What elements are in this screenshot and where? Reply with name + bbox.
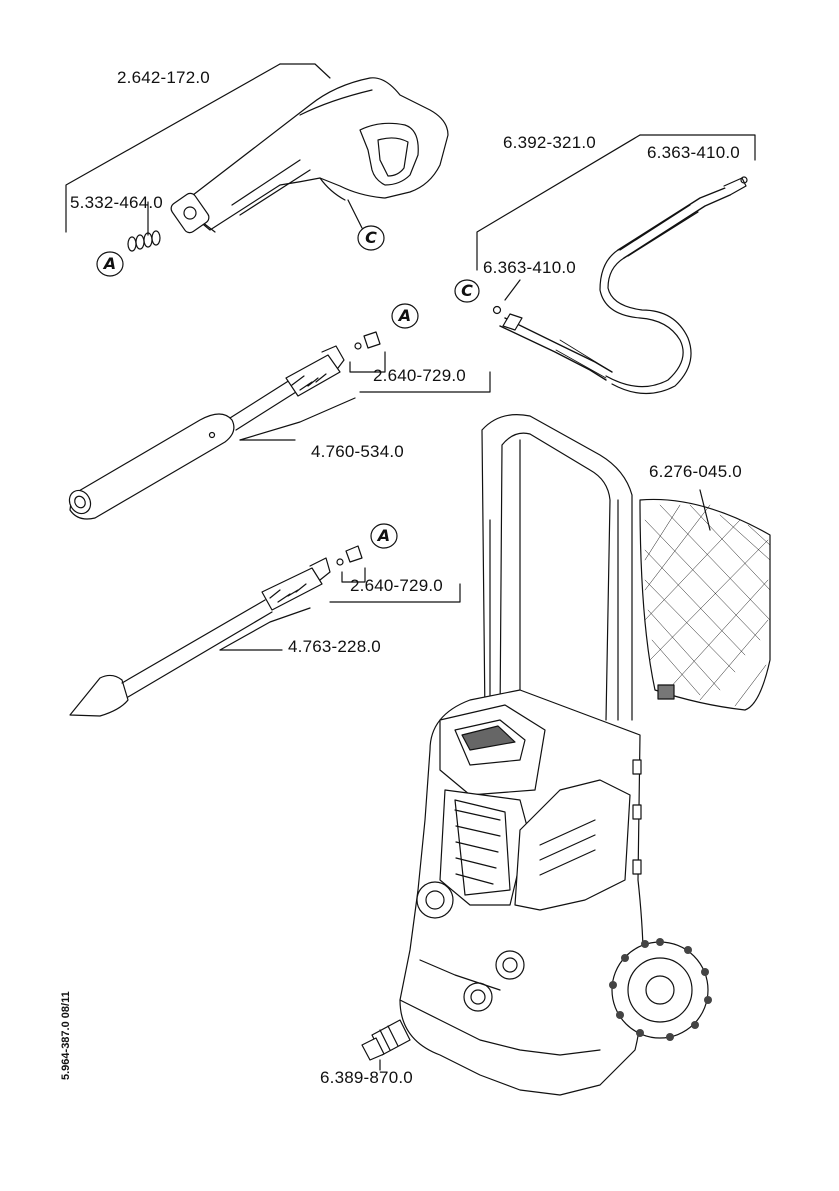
spring-set-drawing [127,230,161,252]
callout-c-gun: C [365,228,377,247]
callout-c-hose-circle [454,279,480,303]
document-code: 5.964-387.0 08/11 [60,991,72,1080]
part-label-coupling: 6.389-870.0 [320,1068,413,1087]
callout-a-blaster-circle [370,523,398,549]
part-label-vario-lance-set: 2.640-729.0 [373,366,466,385]
coupling-drawing [361,1019,411,1061]
callout-c-gun-circle [357,225,385,251]
callout-a-lance-circle [391,303,419,329]
main-unit-drawing [399,414,712,1096]
part-label-hose-oring-top: 6.363-410.0 [647,143,740,162]
vario-lance-drawing [68,331,381,520]
dirt-blaster-drawing [69,545,363,717]
hose-drawing [492,176,748,395]
part-label-vario-lance: 4.760-534.0 [311,442,404,461]
callout-a-lance: A [398,306,412,325]
part-label-trigger-gun: 2.642-172.0 [117,68,210,87]
part-label-hose-oring-bottom: 6.363-410.0 [483,258,576,277]
part-label-hose: 6.392-321.0 [503,133,596,152]
callout-a-gun: A [103,254,117,273]
filter-screen-drawing [639,498,771,711]
callout-a-blaster: A [377,526,391,545]
callout-a-gun-circle [96,251,124,277]
trigger-gun-drawing [170,77,449,234]
callout-c-hose: C [461,281,473,300]
part-label-spring-set: 5.332-464.0 [70,193,163,212]
part-label-dirt-blaster-set: 2.640-729.0 [350,576,443,595]
part-label-filter-screen: 6.276-045.0 [649,462,742,481]
part-label-dirt-blaster: 4.763-228.0 [288,637,381,656]
